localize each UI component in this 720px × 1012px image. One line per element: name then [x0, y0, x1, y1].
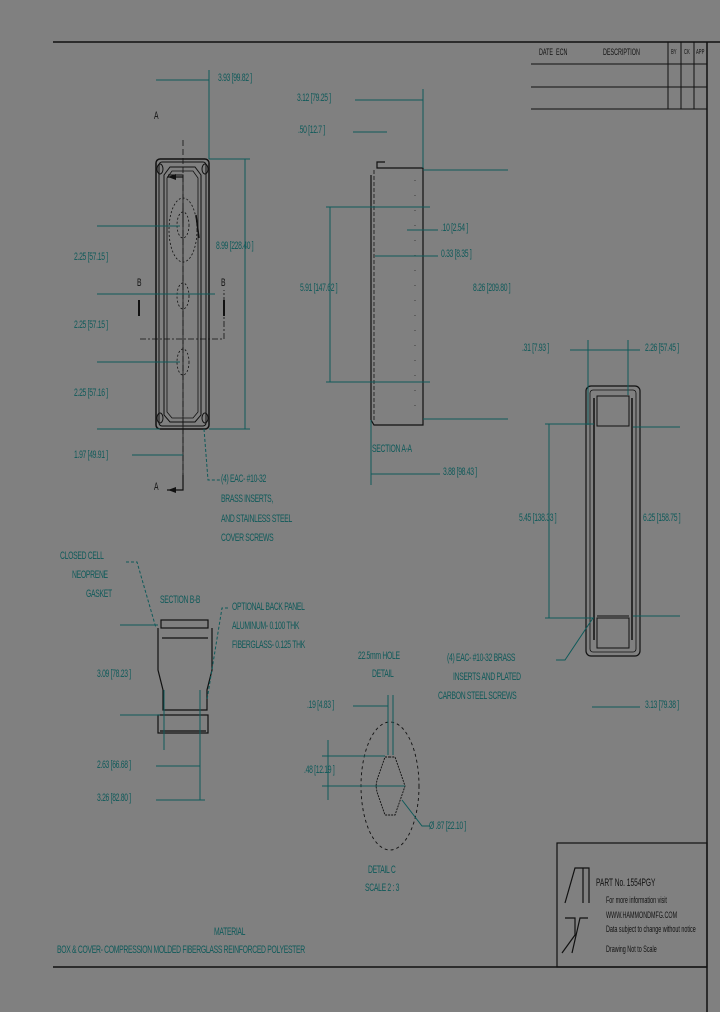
part-number: PART No. 1554PGY: [596, 877, 656, 889]
note-back-screws-2: INSERTS AND PLATED: [453, 671, 521, 683]
dim-back-height-2: 6.25 [158.75 ]: [643, 512, 681, 524]
hammond-logo-icon: [562, 866, 592, 954]
dim-section-bb-2-63: 2.63 [66.68 ]: [97, 759, 131, 771]
dim-front-spacing-3: 2.25 [57.16 ]: [74, 387, 108, 399]
website: WWW.HAMMONDMFG.COM: [606, 910, 678, 920]
rev-header-app: APP: [696, 49, 705, 56]
dim-section-aa-3-12: 3.12 [79.25 ]: [297, 92, 331, 104]
gasket-note-1: CLOSED CELL: [60, 550, 104, 562]
note-back-screws-3: CARBON STEEL SCREWS: [438, 690, 517, 702]
dim-front-spacing-1: 2.25 [57.15 ]: [74, 251, 108, 263]
dim-back-height-1: 5.45 [138.33 ]: [519, 512, 557, 524]
more-info: For more information visit: [606, 895, 667, 905]
section-a-marker-top: A: [154, 110, 159, 122]
detail-c-scale: SCALE 2 : 3: [365, 882, 400, 894]
dim-detail-flat: .48 [12.19 ]: [304, 764, 335, 776]
dim-back-bottom: 3.13 [79.38 ]: [645, 699, 679, 711]
section-bb-label: SECTION B-B: [160, 594, 201, 606]
subject-to-change: Data subject to change without notice: [606, 924, 696, 934]
section-aa-label: SECTION A-A: [372, 443, 412, 455]
material-heading: MATERIAL: [214, 926, 246, 938]
dim-section-bb-3-26: 3.26 [82.80 ]: [97, 792, 131, 804]
not-to-scale: Drawing Not to Scale: [606, 944, 657, 954]
gasket-note-2: NEOPRENE: [72, 569, 108, 581]
rev-header-description: DESCRIPTION: [603, 47, 640, 57]
dim-front-spacing-2: 2.25 [57.15 ]: [74, 319, 108, 331]
dim-section-aa-5-91: 5.91 [147.62 ]: [300, 282, 338, 294]
dim-front-top: 3.93 [99.82 ]: [218, 72, 252, 84]
section-a-marker-bottom: A: [154, 481, 159, 493]
note-inserts-3: AND STAINLESS STEEL: [221, 513, 292, 525]
dim-section-aa-bottom: 3.88 [98.43 ]: [443, 466, 477, 478]
dim-back-width: 2.26 [57.45 ]: [645, 342, 679, 354]
section-b-marker-left: B: [137, 277, 142, 289]
dim-section-aa-8-26: 8.26 [209.80 ]: [473, 282, 511, 294]
dim-section-aa-0-33: 0.33 [8.35 ]: [441, 248, 472, 260]
note-inserts-4: COVER SCREWS: [221, 532, 274, 544]
detail-c-title-2: DETAIL: [372, 668, 394, 680]
dim-section-aa-0-50: .50 [12.7 ]: [298, 124, 325, 136]
rev-header-date: DATE: [539, 47, 554, 57]
dim-back-left: .31 [7.93 ]: [522, 342, 549, 354]
note-back-screws-1: (4) EAC- #10-32 BRASS: [447, 652, 516, 664]
dim-section-bb-3-09: 3.09 [78.23 ]: [97, 668, 131, 680]
detail-c-label: DETAIL C: [368, 864, 396, 876]
gasket-note-3: GASKET: [86, 588, 112, 600]
rev-header-ecn: ECN: [556, 47, 568, 57]
detail-c-title-1: 22.5mm HOLE: [358, 650, 400, 662]
rev-header-ck: CK: [684, 49, 690, 56]
material-text: BOX & COVER- COMPRESSION MOLDED FIBERGLA…: [57, 944, 305, 956]
dim-detail-diameter: Ø .87 [22.10 ]: [429, 820, 466, 832]
section-b-marker-right: B: [221, 277, 226, 289]
dim-detail-key: .19 [4.83 ]: [307, 699, 334, 711]
note-inserts-1: (4) EAC- #10-32: [221, 473, 267, 485]
panel-note-3: FIBERGLASS- 0.125 THK: [232, 639, 305, 651]
panel-note-1: OPTIONAL BACK PANEL: [232, 601, 305, 613]
dim-section-aa-0-10: .10 [2.54 ]: [441, 222, 468, 234]
panel-note-2: ALUMINUM- 0.100 THK: [232, 620, 300, 632]
note-inserts-2: BRASS INSERTS,: [221, 493, 274, 505]
rev-header-by: BY: [671, 49, 677, 56]
dim-front-bottom: 1.97 [49.91 ]: [74, 449, 108, 461]
dim-front-height: 8.99 [228.40 ]: [216, 240, 254, 252]
